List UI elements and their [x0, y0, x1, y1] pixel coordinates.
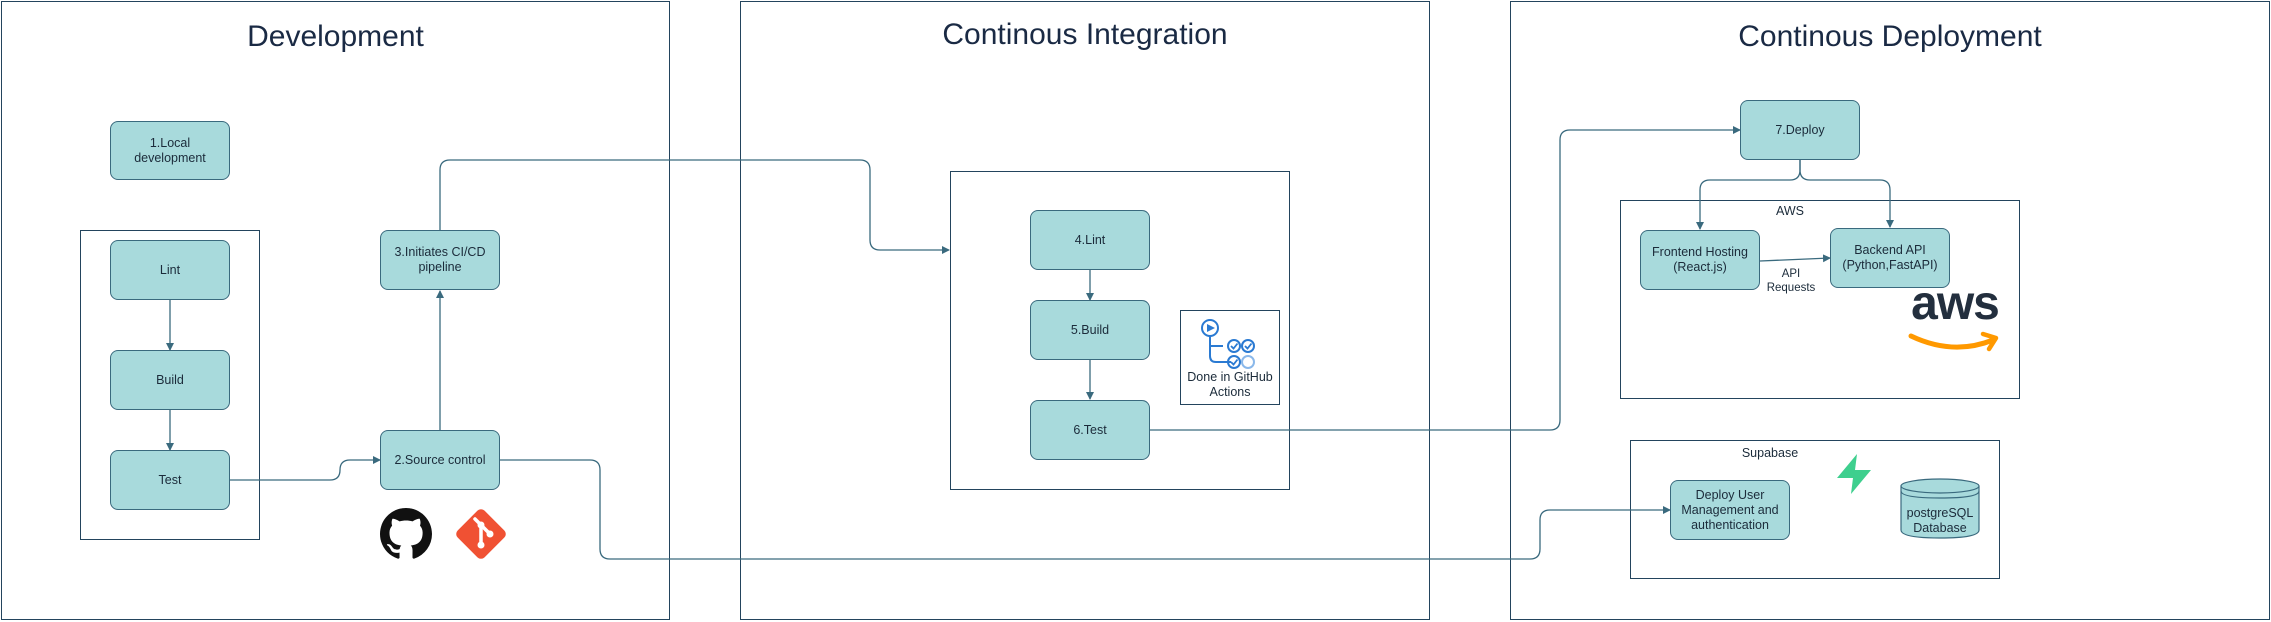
aws-logo-text: aws — [1911, 277, 2000, 330]
deploy-node: 7.Deploy — [1740, 100, 1860, 160]
database-icon — [1900, 478, 1980, 540]
github-icon — [380, 508, 432, 560]
test-dev-node: Test — [110, 450, 230, 510]
dev-loop-frame — [80, 230, 260, 540]
build-dev-node: Build — [110, 350, 230, 410]
lane-title-development: Development — [247, 20, 424, 53]
supabase-group-label: Supabase — [1741, 446, 1799, 460]
github-actions-icon — [1195, 316, 1255, 372]
lane-development: Development — [1, 1, 670, 620]
supabase-icon — [1832, 452, 1876, 496]
aws-group-label: AWS — [1775, 204, 1804, 218]
api-requests-label: API Requests — [1766, 268, 1816, 294]
postgres-database-label: postgreSQL Database — [1906, 506, 1974, 535]
github-actions-note: Done in GitHub Actions — [1187, 370, 1273, 399]
lint-ci-node: 4.Lint — [1030, 210, 1150, 270]
git-icon — [450, 503, 512, 565]
aws-logo: aws — [1903, 277, 2005, 364]
supabase-auth-node: Deploy User Management and authenticatio… — [1670, 480, 1790, 540]
frontend-hosting-node: Frontend Hosting (React.js) — [1640, 230, 1760, 290]
lane-title-ci: Continous Integration — [942, 18, 1228, 51]
source-control-node: 2.Source control — [380, 430, 500, 490]
initiates-cicd-node: 3.Initiates CI/CD pipeline — [380, 230, 500, 290]
lane-title-cd: Continous Deployment — [1738, 20, 2042, 53]
local-development-node: 1.Local development — [110, 121, 230, 180]
build-ci-node: 5.Build — [1030, 300, 1150, 360]
test-ci-node: 6.Test — [1030, 400, 1150, 460]
lint-dev-node: Lint — [110, 240, 230, 300]
backend-api-node: Backend API (Python,FastAPI) — [1830, 228, 1950, 288]
